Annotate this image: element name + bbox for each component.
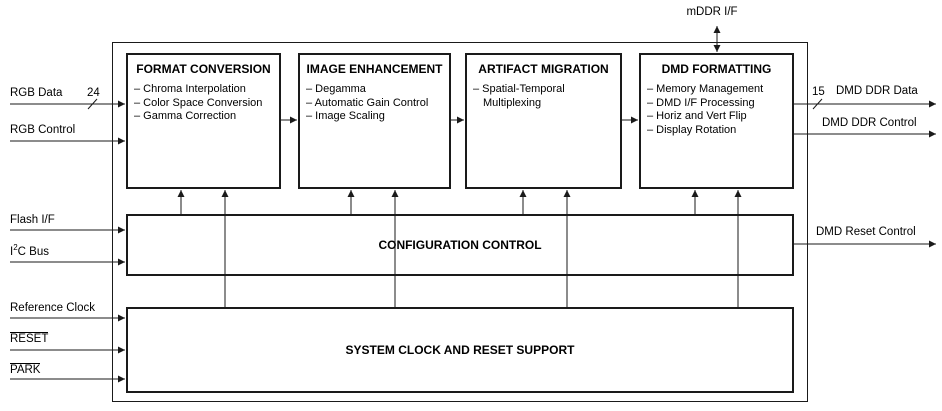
- reset-label: RESET: [10, 332, 49, 345]
- block-items: – Chroma Interpolation – Color Space Con…: [128, 76, 279, 124]
- park-text: PARK: [10, 363, 41, 376]
- reference-clock-label: Reference Clock: [10, 302, 96, 314]
- block-item: – Horiz and Vert Flip: [647, 110, 747, 122]
- park-label: PARK: [10, 363, 41, 376]
- dmd-ddr-data-label: DMD DDR Data: [836, 85, 918, 97]
- block-title: FORMAT CONVERSION: [136, 62, 271, 76]
- i2c-sup: 2: [13, 243, 18, 253]
- block-items: – Memory Management – DMD I/F Processing…: [641, 76, 792, 137]
- block-item: – Color Space Conversion: [134, 96, 263, 109]
- rgb-control-label: RGB Control: [10, 124, 76, 136]
- block-item: – DMD I/F Processing: [647, 96, 755, 109]
- i2c-rest: C Bus: [17, 246, 49, 258]
- configuration-control-block: CONFIGURATION CONTROL: [126, 214, 794, 276]
- block-title: CONFIGURATION CONTROL: [378, 238, 542, 252]
- block-title: DMD FORMATTING: [661, 62, 772, 76]
- block-item: – Display Rotation: [647, 123, 737, 136]
- mddr-if-label: mDDR I/F: [686, 6, 738, 18]
- rgb-data-arrow: [10, 98, 125, 110]
- i2c-bus-label: I2C Bus: [10, 243, 49, 258]
- block-items: – Spatial-Temporal Multiplexing: [467, 76, 620, 110]
- block-items: – Degamma – Automatic Gain Control – Ima…: [300, 76, 449, 124]
- format-conversion-block: FORMAT CONVERSION – Chroma Interpolation…: [126, 53, 281, 189]
- reset-text: RESET: [10, 332, 49, 345]
- block-item: – Degamma: [306, 83, 366, 95]
- dmd-formatting-block: DMD FORMATTING – Memory Management – DMD…: [639, 53, 794, 189]
- i2c-base: I: [10, 246, 14, 258]
- block-item: – Automatic Gain Control: [306, 96, 429, 109]
- block-item: – Spatial-Temporal Multiplexing: [473, 83, 565, 109]
- system-clock-block: SYSTEM CLOCK AND RESET SUPPORT: [126, 307, 794, 393]
- block-title: IMAGE ENHANCEMENT: [306, 62, 443, 76]
- image-enhancement-block: IMAGE ENHANCEMENT – Degamma – Automatic …: [298, 53, 451, 189]
- dmd-reset-control-label: DMD Reset Control: [816, 226, 916, 238]
- block-title: SYSTEM CLOCK AND RESET SUPPORT: [345, 343, 575, 357]
- block-item: – Memory Management: [647, 83, 764, 95]
- block-item: – Image Scaling: [306, 110, 385, 122]
- block-item: – Gamma Correction: [134, 110, 237, 122]
- dmd-ddr-data-bus-width: 15: [812, 86, 825, 98]
- flash-if-label: Flash I/F: [10, 214, 55, 226]
- dmd-ddr-data-arrow: [793, 98, 936, 110]
- artifact-migration-block: ARTIFACT MIGRATION – Spatial-Temporal Mu…: [465, 53, 622, 189]
- rgb-data-bus-width: 24: [87, 87, 100, 99]
- rgb-data-label: RGB Data: [10, 87, 63, 99]
- block-item: – Chroma Interpolation: [134, 83, 246, 95]
- dmd-ddr-control-label: DMD DDR Control: [822, 117, 917, 129]
- block-title: ARTIFACT MIGRATION: [478, 62, 609, 76]
